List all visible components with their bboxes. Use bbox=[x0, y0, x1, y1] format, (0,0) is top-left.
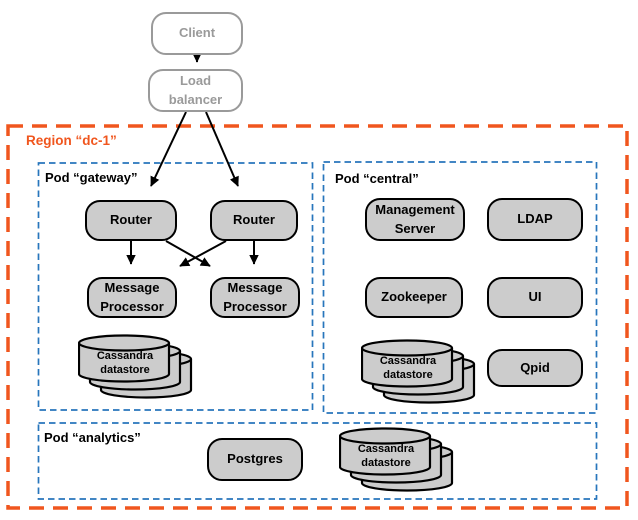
cassandra-datastore-gateway: Cassandra datastore bbox=[77, 334, 200, 409]
cassandra-datastore-central: Cassandra datastore bbox=[360, 339, 483, 414]
datastore-label: Cassandra datastore bbox=[341, 442, 431, 471]
postgres-node: Postgres bbox=[207, 438, 303, 481]
region-dc1-border bbox=[6, 124, 629, 510]
cassandra-datastore-analytics: Cassandra datastore bbox=[338, 427, 461, 502]
datastore-label-line1: Cassandra bbox=[96, 350, 154, 362]
ldap-node: LDAP bbox=[487, 198, 583, 241]
zookeeper-node: Zookeeper bbox=[365, 277, 463, 318]
arrow-router-1-to-message-processor-2 bbox=[165, 240, 211, 267]
pod-analytics-label: Pod “analytics” bbox=[44, 430, 141, 445]
pod-central-label: Pod “central” bbox=[335, 171, 419, 186]
pod-analytics-border bbox=[37, 422, 598, 500]
datastore-label-line2: datastore bbox=[383, 369, 433, 382]
datastore-label-line1: Cassandra bbox=[357, 443, 415, 455]
router-1-node: Router bbox=[85, 200, 177, 241]
database-cylinder-stack-icon bbox=[338, 427, 454, 492]
datastore-label-line2: datastore bbox=[100, 364, 150, 377]
management-server-node: Management Server bbox=[365, 198, 465, 241]
message-processor-2-node: Message Processor bbox=[210, 277, 300, 318]
pod-gateway-border bbox=[37, 162, 314, 411]
database-cylinder-stack-icon bbox=[360, 339, 476, 404]
datastore-label: Cassandra datastore bbox=[80, 349, 170, 378]
qpid-node: Qpid bbox=[487, 349, 583, 387]
database-cylinder-stack-icon bbox=[77, 334, 193, 399]
client-node: Client bbox=[151, 12, 243, 55]
datastore-label: Cassandra datastore bbox=[363, 354, 453, 383]
datastore-label-line2: datastore bbox=[361, 457, 411, 470]
pod-central-border bbox=[322, 161, 598, 414]
pod-gateway-label: Pod “gateway” bbox=[45, 170, 138, 185]
message-processor-1-node: Message Processor bbox=[87, 277, 177, 318]
ui-node: UI bbox=[487, 277, 583, 318]
arrow-load-balancer-to-router-2 bbox=[205, 111, 239, 187]
region-label: Region “dc-1” bbox=[26, 133, 117, 148]
arrow-router-2-to-message-processor-1 bbox=[179, 240, 227, 267]
datastore-label-line1: Cassandra bbox=[379, 355, 437, 367]
load-balancer-node: Load balancer bbox=[148, 69, 243, 112]
router-2-node: Router bbox=[210, 200, 298, 241]
arrow-load-balancer-to-router-1 bbox=[150, 111, 187, 187]
